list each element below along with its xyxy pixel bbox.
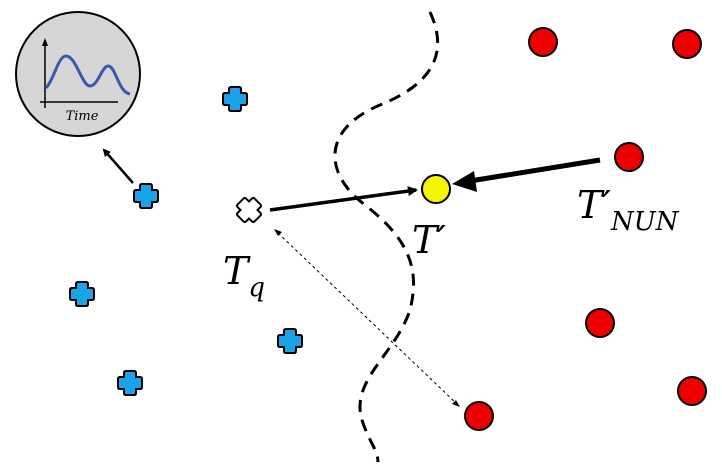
class-a-point <box>69 281 95 307</box>
time-series-inset: Time <box>15 11 141 137</box>
query-label: Tq <box>223 249 265 303</box>
inset-axis-label: Time <box>66 109 99 124</box>
distance-arrow-head-start <box>274 229 282 236</box>
nun-arrow-head <box>452 171 477 192</box>
class-b-point <box>672 29 702 59</box>
class-b-samples <box>464 27 707 431</box>
class-b-point <box>677 376 707 406</box>
class-b-point <box>464 401 494 431</box>
class-a-point <box>133 183 159 209</box>
class-a-point <box>277 328 303 354</box>
nun-to-counterfactual-arrow <box>469 157 601 184</box>
nun-sample-marker <box>614 142 644 172</box>
class-a-samples <box>69 86 303 396</box>
nun-label: T′NUN <box>577 183 680 237</box>
counterfactual-marker <box>421 174 451 204</box>
distance-arrow-head-end <box>452 400 460 407</box>
inset-link-arrow <box>102 148 134 184</box>
time-series-curve <box>44 54 131 96</box>
class-b-point <box>528 27 558 57</box>
class-b-point <box>585 308 615 338</box>
query-sample-marker <box>231 192 267 228</box>
distance-dotted-arrow <box>277 232 457 404</box>
class-a-point <box>117 370 143 396</box>
query-to-counterfactual-arrow <box>269 186 418 212</box>
class-a-point <box>222 86 248 112</box>
counterfactual-label: T′ <box>412 218 446 262</box>
